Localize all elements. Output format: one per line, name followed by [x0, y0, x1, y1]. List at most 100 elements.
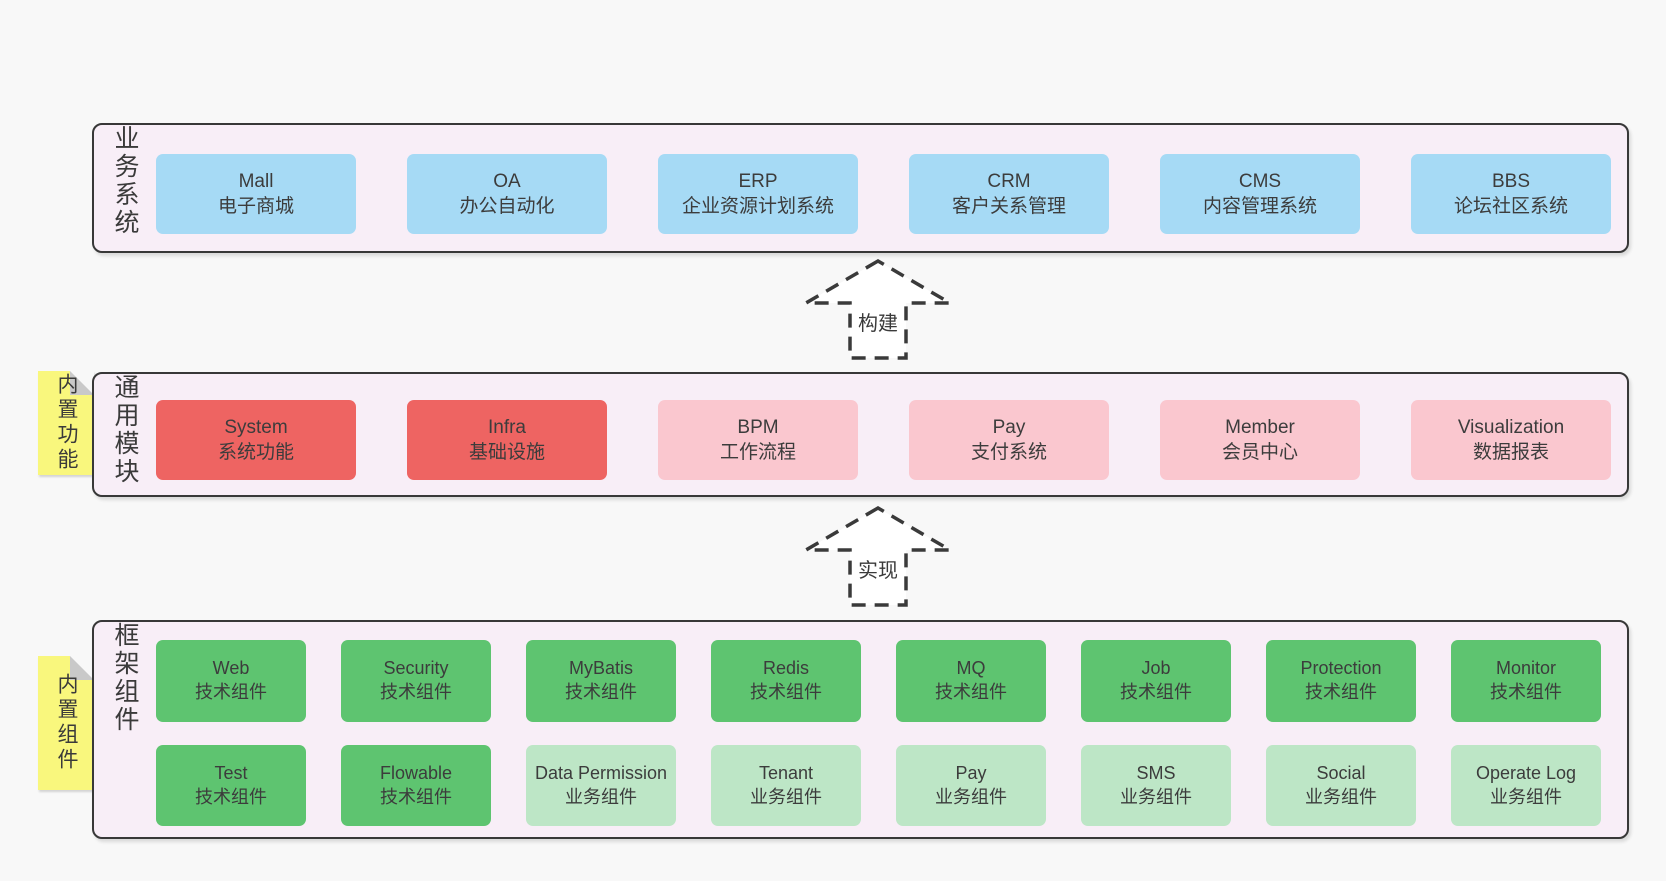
box-desc: 工作流程 [719, 442, 796, 463]
box-desc: 基础设施 [468, 442, 545, 463]
box-name: Pay [992, 416, 1026, 438]
box-name: CMS [1238, 170, 1282, 192]
layer-label-modules: 通用模块 [111, 374, 139, 486]
box-pay-component: Pay 业务组件 [896, 745, 1046, 826]
dashed-up-arrow-icon [799, 505, 957, 607]
box-name: System [224, 416, 288, 438]
box-desc: 业务组件 [565, 786, 637, 807]
sticky-note-label: 内置组件 [55, 673, 78, 773]
box-visualization: Visualization 数据报表 [1411, 400, 1611, 480]
box-name: Test [214, 762, 248, 783]
box-desc: 数据报表 [1472, 442, 1549, 463]
box-mall: Mall 电子商城 [156, 154, 356, 234]
box-desc: 技术组件 [195, 682, 267, 702]
dashed-up-arrow-icon [799, 258, 957, 360]
box-web-component: Web 技术组件 [156, 640, 306, 722]
box-name: Flowable [379, 762, 453, 783]
box-name: Social [1316, 762, 1366, 783]
box-mybatis-component: MyBatis 技术组件 [526, 640, 676, 722]
box-desc: 业务组件 [935, 786, 1007, 807]
box-desc: 企业资源计划系统 [681, 196, 834, 217]
box-desc: 技术组件 [935, 682, 1007, 702]
layer-framework-components: 框架组件 Web 技术组件 Security 技术组件 MyBatis 技术组件… [92, 620, 1629, 839]
box-desc: 技术组件 [195, 786, 267, 807]
box-name: Monitor [1495, 658, 1557, 679]
box-desc: 技术组件 [1305, 682, 1377, 702]
box-member: Member 会员中心 [1160, 400, 1360, 480]
box-desc: 技术组件 [380, 786, 452, 807]
box-name: Member [1225, 416, 1295, 438]
box-pay-module: Pay 支付系统 [909, 400, 1109, 480]
box-desc: 系统功能 [217, 442, 294, 463]
box-name: SMS [1136, 762, 1176, 783]
box-name: BBS [1491, 170, 1531, 192]
box-name: MQ [956, 658, 986, 679]
box-redis-component: Redis 技术组件 [711, 640, 861, 722]
sticky-note-label: 内置功能 [55, 373, 78, 473]
box-name: OA [493, 170, 521, 192]
box-test-component: Test 技术组件 [156, 745, 306, 826]
build-arrow: 构建 [798, 257, 958, 362]
box-flowable-component: Flowable 技术组件 [341, 745, 491, 826]
layer-label-components: 框架组件 [111, 622, 139, 734]
box-desc: 客户关系管理 [951, 196, 1066, 217]
box-mq-component: MQ 技术组件 [896, 640, 1046, 722]
sticky-note-builtin-components: 内置组件 [38, 656, 94, 790]
box-monitor-component: Monitor 技术组件 [1451, 640, 1601, 722]
layer-common-modules: 通用模块 System 系统功能 Infra 基础设施 BPM 工作流程 Pay… [92, 372, 1629, 497]
box-desc: 技术组件 [565, 682, 637, 702]
box-desc: 技术组件 [750, 682, 822, 702]
box-name: Redis [762, 658, 810, 679]
box-sms-component: SMS 业务组件 [1081, 745, 1231, 826]
box-bpm: BPM 工作流程 [658, 400, 858, 480]
box-infra: Infra 基础设施 [407, 400, 607, 480]
box-crm: CRM 客户关系管理 [909, 154, 1109, 234]
box-desc: 会员中心 [1221, 442, 1298, 463]
box-tenant-component: Tenant 业务组件 [711, 745, 861, 826]
box-name: ERP [738, 170, 778, 192]
box-protection-component: Protection 技术组件 [1266, 640, 1416, 722]
box-cms: CMS 内容管理系统 [1160, 154, 1360, 234]
implement-arrow-label: 实现 [858, 560, 898, 582]
box-desc: 支付系统 [970, 442, 1047, 463]
box-desc: 论坛社区系统 [1453, 196, 1568, 217]
box-name: Security [383, 658, 449, 679]
sticky-note-builtin-features: 内置功能 [38, 371, 94, 475]
box-desc: 技术组件 [380, 682, 452, 702]
box-name: Protection [1300, 658, 1382, 679]
box-name: Operate Log [1475, 762, 1577, 783]
box-name: Job [1141, 658, 1171, 679]
box-desc: 内容管理系统 [1202, 196, 1317, 217]
box-name: Data Permission [534, 762, 668, 783]
box-name: Web [212, 658, 250, 679]
box-social-component: Social 业务组件 [1266, 745, 1416, 826]
layer-label-business: 业务系统 [111, 125, 139, 237]
box-desc: 业务组件 [750, 786, 822, 807]
box-name: Visualization [1457, 416, 1565, 438]
box-name: CRM [987, 170, 1031, 192]
box-erp: ERP 企业资源计划系统 [658, 154, 858, 234]
box-name: Infra [487, 416, 527, 438]
box-name: BPM [737, 416, 779, 438]
box-job-component: Job 技术组件 [1081, 640, 1231, 722]
layer-business-systems: 业务系统 Mall 电子商城 OA 办公自动化 ERP 企业资源计划系统 CRM… [92, 123, 1629, 253]
box-name: Pay [955, 762, 987, 783]
box-oa: OA 办公自动化 [407, 154, 607, 234]
box-name: Tenant [758, 762, 814, 783]
box-desc: 技术组件 [1120, 682, 1192, 702]
box-desc: 技术组件 [1490, 682, 1562, 702]
implement-arrow: 实现 [798, 504, 958, 609]
build-arrow-label: 构建 [858, 313, 898, 335]
box-desc: 业务组件 [1305, 786, 1377, 807]
box-data-permission-component: Data Permission 业务组件 [526, 745, 676, 826]
box-desc: 办公自动化 [459, 196, 555, 217]
box-name: MyBatis [568, 658, 633, 679]
box-bbs: BBS 论坛社区系统 [1411, 154, 1611, 234]
box-name: Mall [238, 170, 274, 192]
box-desc: 电子商城 [217, 196, 294, 217]
box-desc: 业务组件 [1120, 786, 1192, 807]
box-security-component: Security 技术组件 [341, 640, 491, 722]
box-desc: 业务组件 [1490, 786, 1562, 807]
box-operate-log-component: Operate Log 业务组件 [1451, 745, 1601, 826]
